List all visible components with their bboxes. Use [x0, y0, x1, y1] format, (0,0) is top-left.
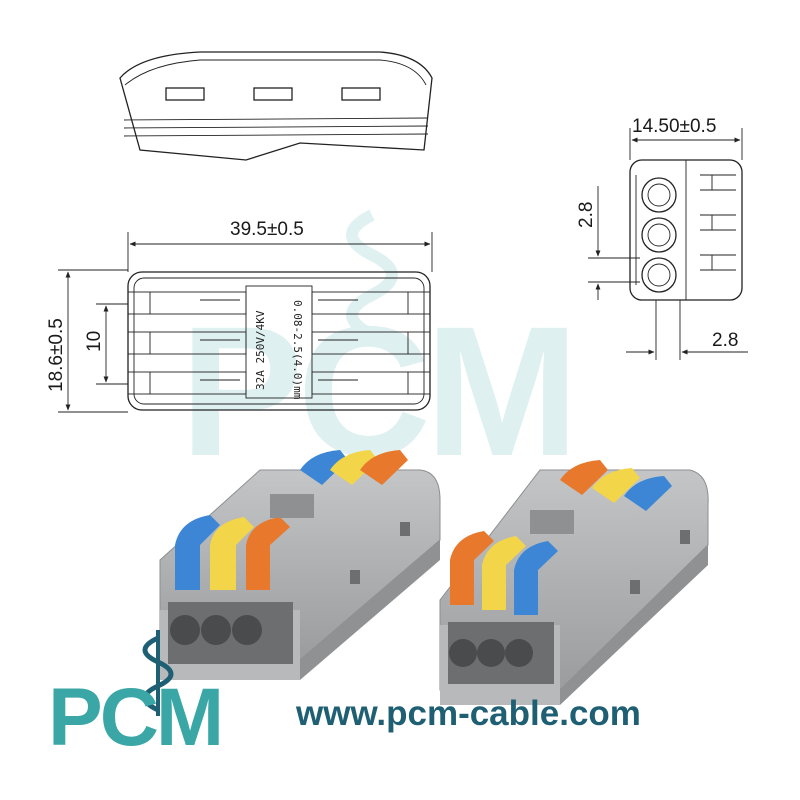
logo-text: PCM [48, 672, 221, 763]
background-watermark: PCM [180, 209, 579, 495]
brand-logo: PCM [48, 630, 224, 763]
dimension-height: 18.6±0.5 [46, 269, 128, 413]
pitch-dimension-text: 10 [84, 331, 105, 352]
dimension-hole-pitch: 2.8 [576, 186, 640, 300]
dimension-length: 39.5±0.5 [127, 219, 433, 272]
dimension-pitch: 10 [84, 303, 128, 385]
front-view-drawing: 32A 250V/4KV 0.08-2.5(4.0)mm [127, 271, 431, 411]
dimension-lever-offset: 2.8 [626, 300, 748, 360]
connector-photo-right [439, 460, 709, 705]
rating-label: 32A 250V/4KV [254, 310, 267, 390]
end-view-drawing [629, 159, 743, 301]
hole-pitch-dimension-text: 2.8 [576, 202, 597, 228]
wire-range-label: 0.08-2.5(4.0)mm [291, 300, 304, 400]
height-dimension-text: 18.6±0.5 [46, 318, 67, 392]
end-width-dimension-text: 14.50±0.5 [632, 116, 716, 137]
lever-offset-dimension-text: 2.8 [712, 330, 738, 351]
website-text: www.pcm-cable.com [295, 694, 641, 733]
logo-swirl-icon [142, 635, 174, 713]
dimension-end-width: 14.50±0.5 [629, 116, 743, 160]
right-levers [311, 291, 431, 395]
connector-photo-left [159, 450, 441, 680]
top-view-drawing [119, 51, 433, 161]
length-dimension-text: 39.5±0.5 [230, 219, 304, 240]
